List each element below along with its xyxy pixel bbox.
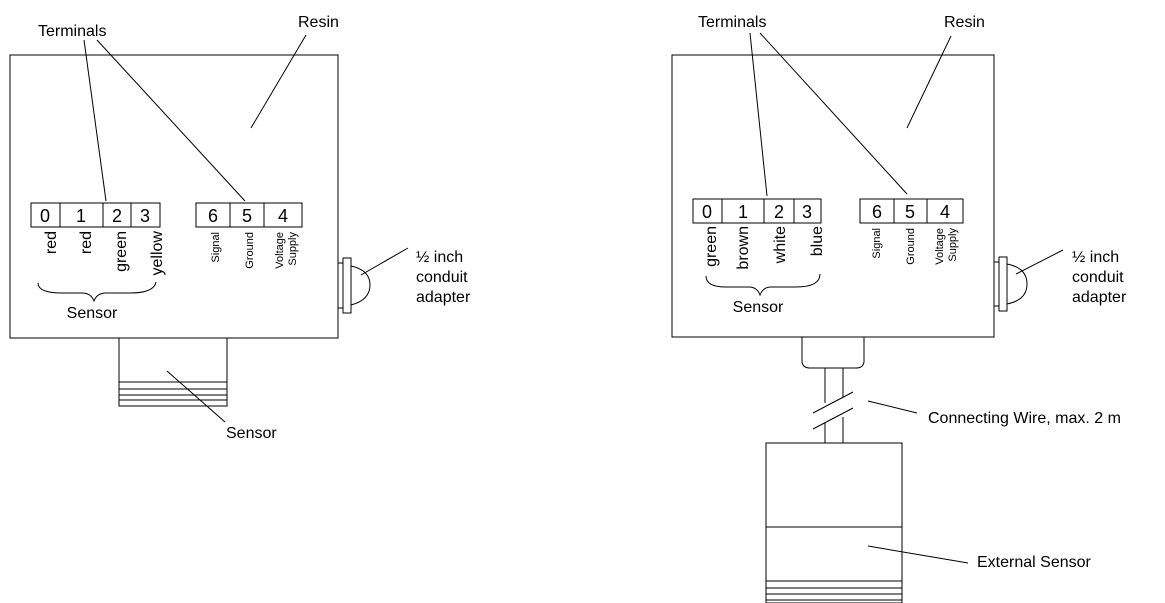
- right-supply-label: Supply: [947, 228, 959, 262]
- right-terminal-2-number: 2: [774, 202, 784, 222]
- left-diagram: Terminals Resin 0 1 2 3 red red green ye…: [9, 14, 471, 442]
- left-sensor-body: [118, 337, 228, 407]
- right-sensor-bracket: [705, 273, 821, 297]
- left-terminals-label: Terminals: [38, 23, 106, 40]
- right-terminal-0: [692, 198, 723, 224]
- left-terminal-5: [229, 202, 265, 228]
- right-resin-housing: [671, 54, 995, 338]
- left-terminal-0: [30, 202, 61, 228]
- right-external-sensor: [765, 442, 903, 603]
- left-power-terminal-block: 6 5 4: [195, 202, 303, 228]
- right-external-sensor-leader: [867, 545, 969, 564]
- right-wire-color-3: blue: [809, 226, 826, 256]
- right-voltage-label: Voltage: [934, 228, 946, 265]
- right-terminal-1-number: 1: [738, 202, 748, 222]
- right-conduit-adapter: [993, 256, 1028, 312]
- left-signal-label: Signal: [210, 232, 222, 263]
- right-conduit-line2: conduit: [1072, 269, 1124, 286]
- right-signal-label: Signal: [871, 228, 883, 259]
- right-terminal-6-number: 6: [872, 202, 882, 222]
- right-terminal-4-number: 4: [940, 202, 950, 222]
- right-resin-leader: [906, 35, 952, 129]
- right-resin-label: Resin: [944, 14, 985, 31]
- left-sensor-terminal-block: 0 1 2 3: [30, 202, 161, 228]
- right-terminals-leader-b: [759, 32, 908, 195]
- left-ground-label: Ground: [244, 232, 256, 269]
- right-connecting-wire-leader: [867, 400, 918, 414]
- left-conduit-adapter: [337, 257, 371, 314]
- left-sensor-leader: [166, 370, 226, 423]
- right-terminals-leader-a: [749, 32, 768, 197]
- right-external-sensor-label: External Sensor: [977, 554, 1092, 571]
- right-conduit-line1: ½ inch: [1072, 249, 1119, 266]
- left-terminal-4-number: 4: [278, 206, 288, 226]
- right-wire-color-2: white: [772, 226, 789, 264]
- left-resin-label: Resin: [298, 14, 339, 31]
- left-conduit-line3: adapter: [416, 289, 471, 306]
- right-wire-color-0: green: [703, 226, 720, 267]
- right-terminals-label: Terminals: [698, 14, 766, 31]
- left-resin-housing: [9, 54, 339, 339]
- right-ground-label: Ground: [905, 228, 917, 265]
- left-conduit-line1: ½ inch: [416, 249, 463, 266]
- left-terminal-0-number: 0: [40, 206, 50, 226]
- right-terminal-2: [763, 198, 795, 224]
- left-terminal-4: [263, 202, 303, 228]
- right-cable-gland: [801, 336, 865, 369]
- left-terminals-leader-a: [83, 39, 107, 202]
- left-terminal-1: [59, 202, 104, 228]
- left-conduit-leader: [360, 247, 409, 276]
- right-sensor-terminal-block: 0 1 2 3: [692, 198, 822, 224]
- right-terminal-0-number: 0: [702, 202, 712, 222]
- left-wire-color-2: green: [113, 231, 130, 272]
- left-terminal-1-number: 1: [76, 206, 86, 226]
- left-terminals-leader-b: [96, 39, 246, 202]
- right-conduit-leader: [1015, 249, 1064, 275]
- left-terminal-2: [102, 202, 132, 228]
- right-terminal-3: [793, 198, 822, 224]
- left-conduit-line2: conduit: [416, 269, 468, 286]
- right-connecting-wire: [812, 368, 854, 443]
- left-terminal-5-number: 5: [242, 206, 252, 226]
- left-sensor-bracket: [37, 281, 157, 303]
- right-terminal-1: [721, 198, 765, 224]
- right-conduit-line3: adapter: [1072, 289, 1127, 306]
- right-diagram: Terminals Resin 0 1 2 3 green brown whit…: [671, 14, 1127, 603]
- left-supply-label: Supply: [287, 232, 299, 266]
- left-bracket-label: Sensor: [67, 305, 118, 322]
- left-resin-leader: [250, 34, 307, 129]
- right-wire-color-1: brown: [735, 226, 752, 270]
- right-terminal-4: [926, 198, 964, 224]
- left-terminal-3: [130, 202, 161, 228]
- right-terminal-3-number: 3: [802, 202, 812, 222]
- left-terminal-2-number: 2: [112, 206, 122, 226]
- right-power-terminal-block: 6 5 4: [859, 198, 964, 224]
- left-wire-color-1: red: [78, 231, 95, 254]
- left-voltage-label: Voltage: [274, 232, 286, 269]
- right-bracket-label: Sensor: [733, 299, 784, 316]
- right-terminal-5-number: 5: [905, 202, 915, 222]
- right-connecting-wire-label: Connecting Wire, max. 2 m: [928, 410, 1121, 427]
- left-terminal-3-number: 3: [140, 206, 150, 226]
- left-terminal-6-number: 6: [208, 206, 218, 226]
- left-wire-color-0: red: [43, 231, 60, 254]
- left-wire-color-3: yellow: [149, 231, 166, 276]
- left-sensor-label: Sensor: [226, 425, 277, 442]
